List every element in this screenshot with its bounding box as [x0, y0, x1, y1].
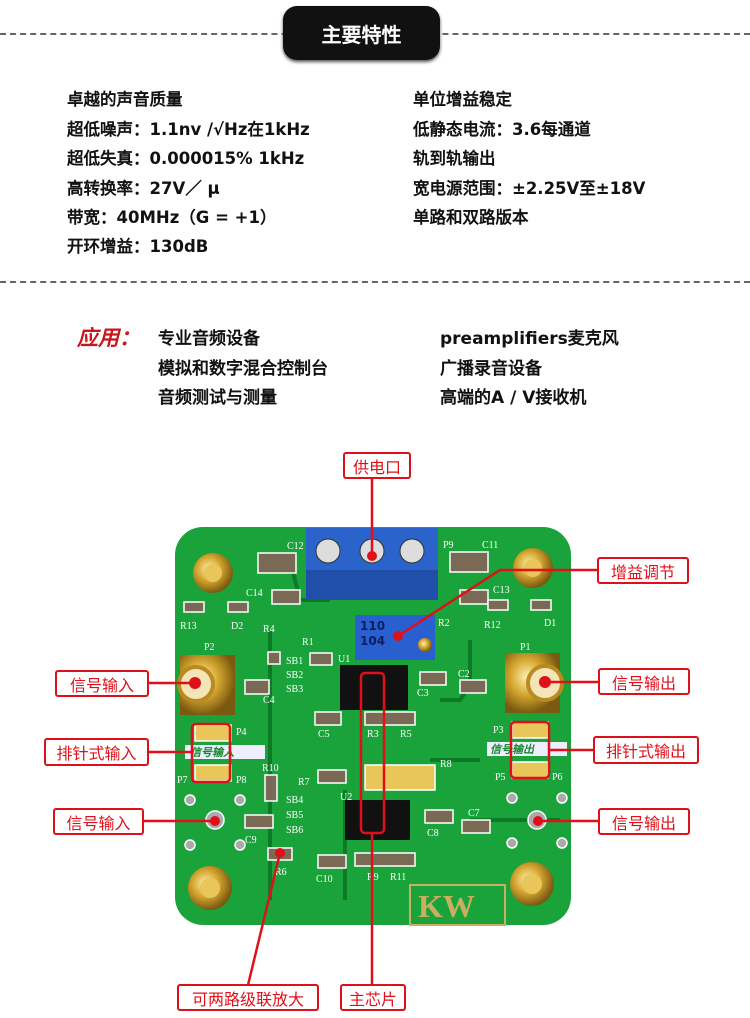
- sma-input-connector: [177, 655, 235, 715]
- svg-text:110: 110: [360, 619, 385, 633]
- callout-gain-adjust: 增益调节: [597, 557, 689, 584]
- silk-text: C3: [417, 688, 429, 699]
- silk-text: C13: [493, 585, 510, 596]
- silk-text: U1: [338, 654, 350, 665]
- silk-text: P5: [495, 772, 506, 783]
- mounting-nut: [510, 862, 554, 906]
- silk-text: R4: [263, 624, 275, 635]
- silk-text: 信号输出: [490, 743, 535, 756]
- silk-text: C4: [263, 695, 275, 706]
- silk-label-box: [185, 745, 265, 759]
- silk-text: R2: [438, 618, 450, 629]
- mounting-nut: [193, 553, 233, 593]
- callout-lines: [143, 478, 598, 986]
- feature-item: 卓越的声音质量: [67, 90, 183, 109]
- callout-dots: [189, 551, 551, 858]
- callout-cascade: 可两路级联放大: [177, 984, 319, 1011]
- silk-text: SB5: [286, 810, 303, 821]
- silk-text: SB2: [286, 670, 303, 681]
- callout-signal-output-pad: 信号输出: [598, 808, 690, 835]
- silk-text: P6: [552, 772, 563, 783]
- silk-text: C5: [318, 729, 330, 740]
- feature-item: 高转换率：27V／ μ: [67, 179, 220, 198]
- silk-text: C10: [316, 874, 333, 885]
- application-item: 专业音频设备: [158, 329, 260, 349]
- silk-text: SB1: [286, 656, 303, 667]
- silk-text: C11: [482, 540, 498, 551]
- silk-text: C9: [245, 835, 257, 846]
- feature-item: 低静态电流：3.6每通道: [413, 120, 591, 139]
- kw-logo: KW: [418, 888, 475, 924]
- feature-item: 超低失真：0.000015% 1kHz: [67, 149, 305, 168]
- logo-frame: [409, 884, 506, 926]
- silk-text: SB4: [286, 795, 303, 806]
- mounting-nut: [513, 548, 553, 588]
- application-item: 广播录音设备: [440, 359, 542, 379]
- application-item: preamplifiers麦克风: [440, 329, 619, 349]
- silk-text: D2: [231, 621, 243, 632]
- silk-text: R1: [302, 637, 314, 648]
- silk-text: R11: [390, 872, 406, 883]
- callout-signal-input-pad: 信号输入: [53, 808, 144, 835]
- middle-divider: [0, 281, 750, 283]
- silk-text: R13: [180, 621, 197, 632]
- feature-item: 宽电源范围：±2.25V至±18V: [413, 179, 646, 198]
- callout-header-output: 排针式输出: [593, 736, 699, 764]
- silk-text: C2: [458, 669, 470, 680]
- silk-text: P1: [520, 642, 531, 653]
- application-item: 高端的A / V接收机: [440, 388, 587, 408]
- silk-text: SB6: [286, 825, 303, 836]
- silk-text: 信号输入: [190, 746, 234, 759]
- callout-power-port: 供电口: [343, 452, 411, 479]
- silk-text: C7: [468, 808, 480, 819]
- mounting-nut: [188, 866, 232, 910]
- feature-item: 超低噪声：1.1nv /√Hz在1kHz: [67, 120, 310, 139]
- feature-item: 单位增益稳定: [413, 90, 512, 109]
- silk-text: U2: [340, 792, 352, 803]
- callout-header-input: 排针式输入: [44, 738, 149, 766]
- silk-text: SB3: [286, 684, 303, 695]
- silk-text: R3: [367, 729, 379, 740]
- svg-text:104: 104: [360, 634, 385, 648]
- silk-text: C8: [427, 828, 439, 839]
- silk-text: D1: [544, 618, 556, 629]
- application-item: 模拟和数字混合控制台: [158, 359, 328, 379]
- silk-text: R10: [262, 763, 279, 774]
- feature-item: 带宽：40MHz（G = +1）: [67, 208, 277, 227]
- silk-text: R6: [275, 867, 287, 878]
- feature-item: 轨到轨输出: [413, 149, 496, 168]
- silk-text: R8: [440, 759, 452, 770]
- callout-signal-input-sma: 信号输入: [55, 670, 149, 697]
- feature-item: 开环增益：130dB: [67, 237, 209, 256]
- silk-text: C14: [246, 588, 263, 599]
- silk-text: R5: [400, 729, 412, 740]
- silk-text: C12: [287, 541, 304, 552]
- silk-text: P7: [177, 775, 188, 786]
- silk-text: P9: [443, 540, 454, 551]
- silk-text: P2: [204, 642, 215, 653]
- silk-text: P4: [236, 727, 247, 738]
- application-item: 音频测试与测量: [158, 388, 277, 408]
- feature-item: 单路和双路版本: [413, 208, 529, 227]
- silk-label-box: [487, 742, 567, 756]
- callout-main-chip: 主芯片: [340, 984, 406, 1011]
- section-title: 主要特性: [283, 6, 440, 60]
- silk-text: P3: [493, 725, 504, 736]
- applications-label: 应用：: [77, 326, 140, 350]
- silk-text: R12: [484, 620, 501, 631]
- callout-signal-output-sma: 信号输出: [598, 668, 690, 695]
- silk-text: R7: [298, 777, 310, 788]
- silk-text: P8: [236, 775, 247, 786]
